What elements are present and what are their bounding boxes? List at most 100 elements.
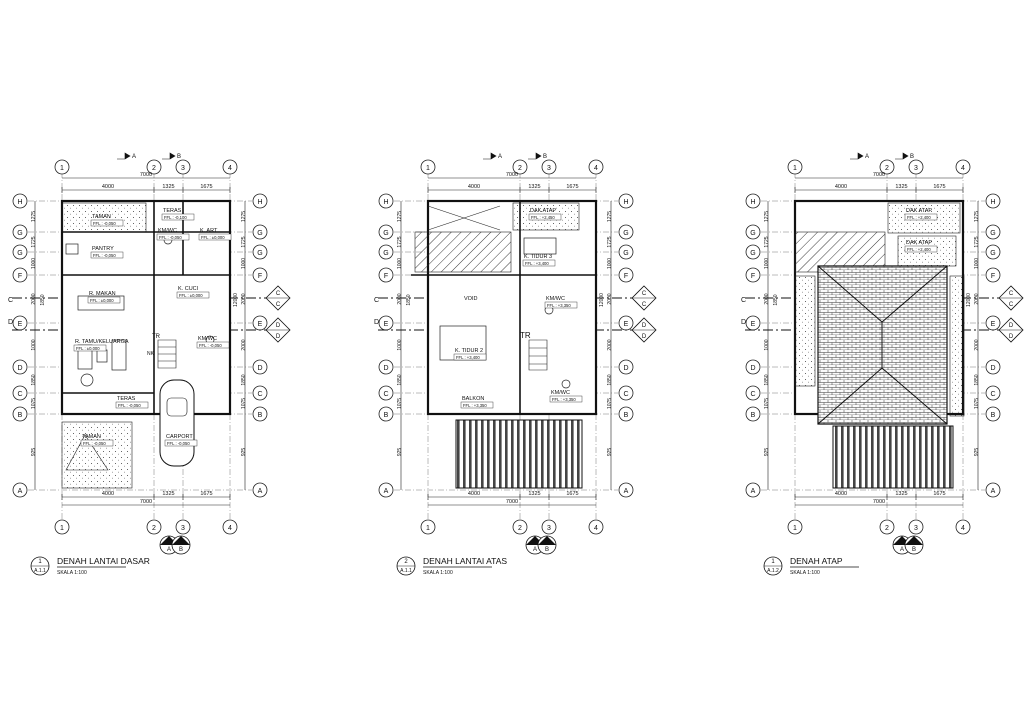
axis-bubble-bottom <box>54 519 70 535</box>
room-upper-5-level: FFL : +3,350 <box>552 397 576 402</box>
axis-bubble-right <box>618 193 634 209</box>
axis-bubble-left <box>12 359 28 375</box>
axis-bubble-right <box>252 385 268 401</box>
plan-scale: SKALA 1:100 <box>423 570 453 576</box>
dim-text-side: 1725 <box>974 236 980 247</box>
dim-text-segment: 1325 <box>162 491 174 497</box>
plan-title: DENAH LANTAI DASAR <box>57 556 150 566</box>
section-marker-label: C <box>1009 291 1014 297</box>
axis-label: E <box>991 321 996 328</box>
axis-label: B <box>384 412 389 419</box>
axis-bubble-bottom <box>908 519 924 535</box>
room-ground-5-label: R. MAKAN <box>89 291 116 297</box>
room-ground-9-label: TERAS <box>117 396 136 402</box>
coffee-table <box>96 349 108 363</box>
dim-text-total: 12000 <box>599 293 605 307</box>
axis-label: A <box>991 488 996 495</box>
axis-bubble-bottom <box>787 519 803 535</box>
axis-label: H <box>17 199 22 206</box>
axis-bubble-left <box>378 224 394 240</box>
axis-label: F <box>384 273 388 280</box>
axis-bubble-right <box>985 267 1001 283</box>
dim-text-side: 1275 <box>607 211 613 222</box>
axis-bubble-left <box>745 193 761 209</box>
axis-bubble-bottom <box>512 519 528 535</box>
axis-label: H <box>257 199 262 206</box>
section-marker-label: A <box>533 547 537 553</box>
room-upper-4-level-box <box>453 353 487 361</box>
room-ground-10-level: FFL : -0,050 <box>83 441 106 446</box>
dim-text-side: 2000 <box>974 339 980 350</box>
room-upper-6-level: FFL : +3,350 <box>463 403 487 408</box>
axis-label: 3 <box>547 525 551 532</box>
axis-bubble-top <box>222 159 238 175</box>
dim-text-side: 1000 <box>764 339 770 350</box>
axis-label: B <box>751 412 756 419</box>
section-marker-arrow <box>538 536 556 545</box>
axis-label: E <box>624 321 629 328</box>
axis-bubble-top <box>512 159 528 175</box>
axis-bubble-bottom <box>588 519 604 535</box>
room-ground-3-level-box <box>198 233 232 241</box>
axis-bubble-right <box>985 224 1001 240</box>
dim-text-side: 1000 <box>764 258 770 269</box>
dim-text-side: 1275 <box>241 211 247 222</box>
roof-railing <box>832 425 954 489</box>
axis-bubble-left <box>12 385 28 401</box>
room-upper-4-label: K. TIDUR 2 <box>455 348 483 354</box>
roof-ridges <box>817 265 948 425</box>
axis-label: G <box>990 250 995 257</box>
dim-text-side: 1000 <box>31 258 37 269</box>
room-ground-7-level: FFL : ±0,000 <box>76 346 100 351</box>
section-marker-label: B <box>912 547 916 553</box>
axis-label: 3 <box>547 165 551 172</box>
dim-text-segment: 4000 <box>468 491 480 497</box>
room-ground-7-label: R. TAMU/KELUARGA <box>75 339 129 345</box>
dim-text-side: 1850 <box>397 374 403 385</box>
dim-text-segment: 1675 <box>200 491 212 497</box>
axis-bubble-right <box>252 224 268 240</box>
side-gutter <box>794 275 816 387</box>
axis-label: F <box>624 273 628 280</box>
axis-label: 4 <box>228 165 232 172</box>
dim-text-side: 1075 <box>241 398 247 409</box>
axis-bubble-top <box>54 159 70 175</box>
axis-bubble-right <box>985 482 1001 498</box>
room-ground-7-level-box <box>73 344 107 352</box>
section-marker-label: B <box>179 547 183 553</box>
axis-label: F <box>751 273 755 280</box>
axis-label: 4 <box>228 525 232 532</box>
axis-bubble-right <box>985 193 1001 209</box>
dim-text-side: 1275 <box>974 211 980 222</box>
section-marker-label: D <box>642 334 647 340</box>
section-marker-label: D <box>276 323 281 329</box>
axis-label: 2 <box>152 165 156 172</box>
section-marker-top <box>162 152 176 160</box>
room-upper-0-level: FFL : +2,450 <box>531 215 555 220</box>
dim-text-side: 1850 <box>241 374 247 385</box>
axis-label: B <box>18 412 23 419</box>
axis-bubble-left <box>12 244 28 260</box>
title-number: 2 <box>404 559 408 565</box>
axis-label: E <box>751 321 756 328</box>
sink-icon <box>65 243 79 255</box>
section-marker-label: A <box>132 154 136 160</box>
bed-3 <box>523 237 557 255</box>
axis-label: 1 <box>793 525 797 532</box>
axis-label: A <box>751 488 756 495</box>
room-ground-3-level: FFL : ±0,000 <box>201 235 225 240</box>
section-marker-label: B <box>545 538 549 544</box>
dim-text-segment: 1325 <box>895 491 907 497</box>
section-marker-label: C <box>276 302 281 308</box>
room-upper-6-label: BALKON <box>462 396 484 402</box>
dim-text-total: 1850 <box>773 294 779 305</box>
dim-text-side: 1000 <box>974 258 980 269</box>
sofa-right <box>111 339 127 371</box>
section-marker-label: A <box>865 154 869 160</box>
room-ground-8-label: KM/WC <box>198 336 217 342</box>
dim-text-side: 1850 <box>607 374 613 385</box>
dim-text-side: 1725 <box>397 236 403 247</box>
section-marker-label: D <box>1009 323 1014 329</box>
dim-text-overall: 7000 <box>140 172 152 178</box>
dim-text-side: 1000 <box>31 339 37 350</box>
